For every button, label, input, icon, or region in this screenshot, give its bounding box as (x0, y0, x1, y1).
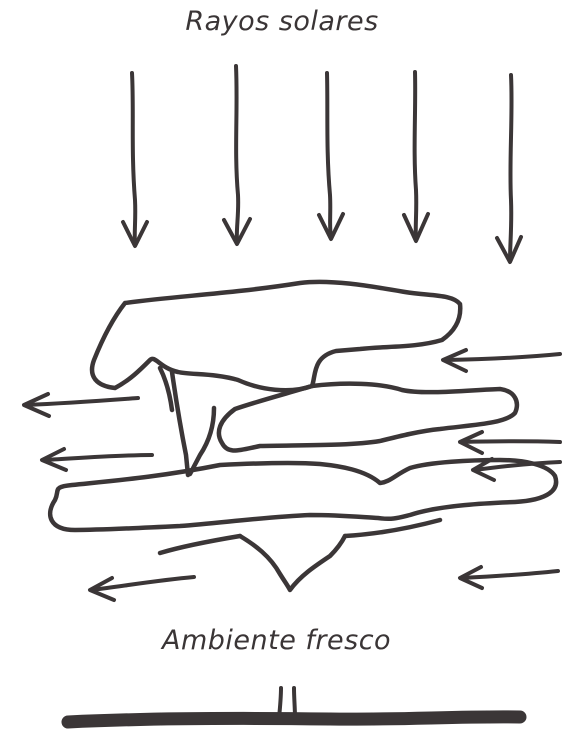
sun-ray-arrow-3 (319, 73, 343, 239)
tree-trunk-right (190, 408, 214, 474)
trunk-base-left (279, 688, 281, 718)
sun-ray-arrow-5 (497, 75, 521, 262)
tree (50, 282, 556, 590)
incoming-wind-arrow-1 (443, 350, 560, 371)
outgoing-wind-arrow-2 (42, 449, 152, 470)
trunk-base-right (294, 688, 295, 718)
tree-base-right (345, 520, 440, 536)
sun-ray-arrow-2 (224, 66, 250, 244)
sun-ray-arrow-1 (123, 73, 147, 246)
outgoing-wind-arrow-1 (24, 394, 138, 416)
bottom-label-ambiente-fresco: Ambiente fresco (162, 625, 391, 656)
tree-base (240, 536, 345, 590)
tree-canopy-top (92, 282, 460, 390)
sun-rays (123, 66, 521, 262)
outgoing-wind-arrow-3 (90, 577, 194, 600)
tree-base-left (160, 536, 240, 553)
incoming-wind-arrow-2 (460, 432, 560, 453)
incoming-wind-arrow-4 (460, 567, 558, 588)
outgoing-wind (24, 394, 194, 600)
ground (68, 688, 520, 722)
sun-ray-arrow-4 (404, 72, 428, 241)
tree-trunk-left (172, 372, 188, 475)
